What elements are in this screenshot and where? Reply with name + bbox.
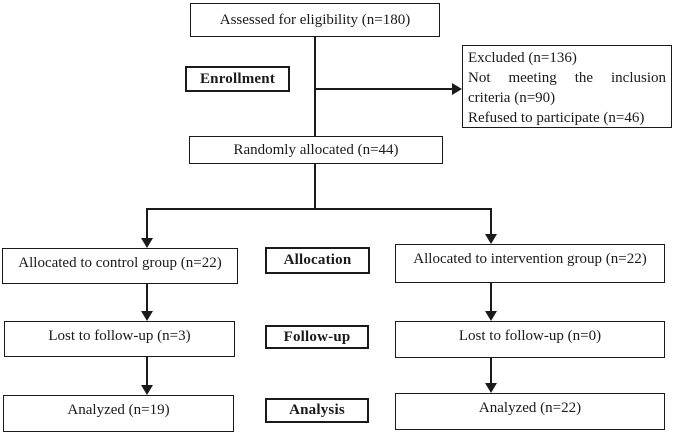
control-analyzed-box: Analyzed (n=19) [3, 395, 234, 432]
stage-label-analysis: Analysis [265, 398, 369, 423]
connector-assessed-to-randomized [314, 37, 316, 136]
randomly-allocated-box: Randomly allocated (n=44) [189, 136, 443, 164]
intervention-analyzed-box: Analyzed (n=22) [395, 393, 665, 430]
stage-label-allocation: Allocation [265, 247, 370, 274]
arrowhead-right-excluded-icon [452, 83, 462, 95]
intervention-analyzed-text: Analyzed (n=22) [478, 400, 582, 416]
stage-label-followup: Follow-up [265, 325, 369, 349]
followup-label-text: Follow-up [283, 328, 351, 345]
connector-control-to-lost [146, 284, 148, 313]
connector-split-to-intervention [490, 208, 492, 236]
arrowhead-down-intervention-lost-icon [485, 311, 497, 321]
enrollment-label-text: Enrollment [199, 70, 276, 87]
control-allocated-text: Allocated to control group (n=22) [18, 255, 222, 271]
connector-branch-to-excluded [314, 88, 454, 90]
assessed-eligibility-box: Assessed for eligibility (n=180) [190, 3, 440, 37]
arrowhead-down-intervention-analyzed-icon [485, 383, 497, 393]
connector-split-horizontal [146, 208, 492, 210]
arrowhead-down-control-lost-icon [141, 311, 153, 321]
excluded-line-3: Refused to participate (n=46) [468, 110, 645, 126]
arrowhead-down-intervention-allocated-icon [485, 234, 497, 244]
intervention-allocated-text: Allocated to intervention group (n=22) [413, 251, 647, 267]
analysis-label-text: Analysis [289, 402, 345, 418]
allocation-label-text: Allocation [283, 252, 352, 268]
control-allocated-box: Allocated to control group (n=22) [2, 248, 238, 284]
excluded-box: Excluded (n=136) Not meeting the inclusi… [462, 45, 672, 128]
connector-control-lost-to-analyzed [146, 357, 148, 387]
intervention-allocated-box: Allocated to intervention group (n=22) [395, 244, 665, 283]
control-lost-followup-box: Lost to follow-up (n=3) [4, 321, 235, 357]
randomly-allocated-text: Randomly allocated (n=44) [233, 141, 399, 158]
connector-intervention-to-lost [490, 283, 492, 313]
excluded-line-2: Not meeting the inclusion criteria (n=90… [468, 70, 666, 106]
control-lost-followup-text: Lost to follow-up (n=3) [48, 328, 191, 344]
connector-intervention-lost-to-analyzed [490, 358, 492, 385]
intervention-lost-followup-text: Lost to follow-up (n=0) [458, 328, 602, 344]
connector-split-to-control [146, 208, 148, 240]
arrowhead-down-control-analyzed-icon [141, 385, 153, 395]
arrowhead-down-control-allocated-icon [141, 238, 153, 248]
intervention-lost-followup-box: Lost to follow-up (n=0) [395, 321, 665, 358]
stage-label-enrollment: Enrollment [185, 66, 290, 92]
assessed-eligibility-text: Assessed for eligibility (n=180) [219, 11, 411, 28]
control-analyzed-text: Analyzed (n=19) [67, 402, 170, 418]
excluded-line-1: Excluded (n=136) [468, 50, 577, 66]
connector-randomized-trunk [314, 163, 316, 210]
